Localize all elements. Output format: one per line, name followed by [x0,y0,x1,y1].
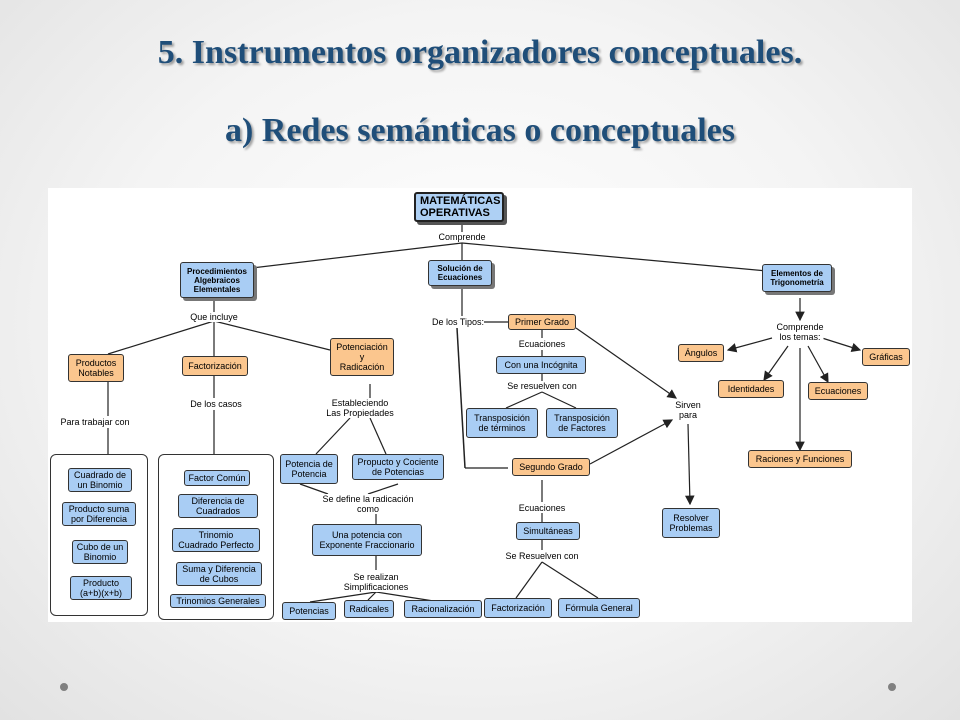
label-se-resuelven-con: Se resuelven con [507,381,577,391]
node-formula-general[interactable]: Fórmula General [558,598,640,618]
label-se-define: Se define la radicación como [322,494,414,514]
node-graficas[interactable]: Gráficas [862,348,910,366]
label-estableciendo: Estableciendo Las Propiedades [326,398,394,418]
node-simultaneas[interactable]: Simultáneas [516,522,580,540]
node-productos-notables[interactable]: Productos Notables [68,354,124,382]
node-transposicion-factores[interactable]: Transposición de Factores [546,408,618,438]
node-resolver-problemas[interactable]: Resolver Problemas [662,508,720,538]
node-cuadrado-binomio[interactable]: Cuadrado de un Binomio [68,468,132,492]
node-factorizacion[interactable]: Factorización [182,356,248,376]
node-racionalizacion[interactable]: Racionalización [404,600,482,618]
node-trinomios-generales[interactable]: Trinomios Generales [170,594,266,608]
node-producto-suma[interactable]: Producto suma por Diferencia [62,502,136,526]
node-cubo-binomio[interactable]: Cubo de un Binomio [72,540,128,564]
node-suma-diferencia-cubos[interactable]: Suma y Diferencia de Cubos [176,562,262,586]
slide-decoration-dot-right [888,683,896,691]
node-primer-grado[interactable]: Primer Grado [508,314,576,330]
node-matematicas-operativas[interactable]: MATEMÁTICAS OPERATIVAS [414,192,504,222]
node-trinomio-cuadrado[interactable]: Trinomio Cuadrado Perfecto [172,528,260,552]
node-con-una-incognita[interactable]: Con una Incógnita [496,356,586,374]
node-elementos-trigonometria[interactable]: Elementos de Trigonometría [762,264,832,292]
node-solucion-ecuaciones[interactable]: Solución de Ecuaciones [428,260,492,286]
node-producto-cociente[interactable]: Propucto y Cociente de Potencias [352,454,444,480]
label-comprende: Comprende [438,232,486,242]
label-sirven-para: Sirven para [675,400,701,420]
node-angulos[interactable]: Ángulos [678,344,724,362]
label-se-resuelven-con-2: Se Resuelven con [505,551,579,561]
slide-decoration-dot-left [60,683,68,691]
slide-title-line1: 5. Instrumentos organizadores conceptual… [157,34,803,71]
node-factorizacion-2[interactable]: Factorización [484,598,552,618]
label-de-los-casos: De los casos [190,399,242,409]
node-identidades[interactable]: Identidades [718,380,784,398]
node-ecuaciones-trig[interactable]: Ecuaciones [808,382,868,400]
label-ecuaciones-2: Ecuaciones [518,503,566,513]
node-potenciacion-radicacion[interactable]: Potenciación y Radicación [330,338,394,376]
node-factor-comun[interactable]: Factor Común [184,470,250,486]
label-ecuaciones-1: Ecuaciones [518,339,566,349]
label-comprende-temas: Comprende los temas: [776,322,824,342]
slide-title-line2: a) Redes semánticas o conceptuales [225,112,735,149]
node-raciones-funciones[interactable]: Raciones y Funciones [748,450,852,468]
node-radicales[interactable]: Radicales [344,600,394,618]
label-de-los-tipos: De los Tipos: [431,317,485,327]
label-se-realizan: Se realizan Simplificaciones [343,572,409,592]
node-diferencia-cuadrados[interactable]: Diferencia de Cuadrados [178,494,258,518]
node-procedimientos[interactable]: Procedimientos Algebraicos Elementales [180,262,254,298]
label-para-trabajar: Para trabajar con [60,417,130,427]
node-transposicion-terminos[interactable]: Transposición de términos [466,408,538,438]
node-producto-abxb[interactable]: Producto (a+b)(x+b) [70,576,132,600]
node-segundo-grado[interactable]: Segundo Grado [512,458,590,476]
node-potencia-de-potencia[interactable]: Potencia de Potencia [280,454,338,484]
concept-map-connectors [107,222,862,603]
concept-map-panel: MATEMÁTICAS OPERATIVAS Comprende Procedi… [48,188,912,622]
node-una-potencia[interactable]: Una potencia con Exponente Fraccionario [312,524,422,556]
node-potencias[interactable]: Potencias [282,602,336,620]
label-que-incluye: Que incluye [190,312,238,322]
